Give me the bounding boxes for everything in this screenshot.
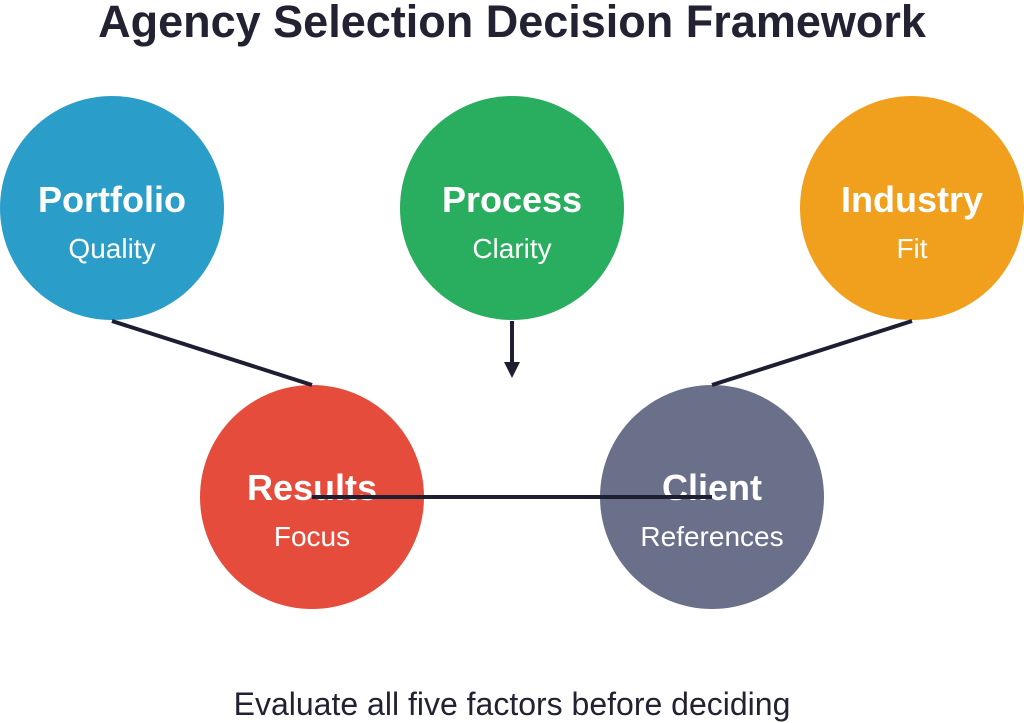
node-results-subtitle: Focus <box>274 521 350 552</box>
node-industry-title: Industry <box>841 179 983 220</box>
connector-portfolio-results <box>111 319 313 387</box>
node-client-subtitle: References <box>640 521 783 552</box>
node-portfolio-circle <box>0 96 224 320</box>
node-portfolio-subtitle: Quality <box>68 233 155 264</box>
node-results-title: Results <box>247 467 377 508</box>
node-portfolio: Portfolio Quality <box>0 96 224 320</box>
node-process-subtitle: Clarity <box>472 233 551 264</box>
diagram-title: Agency Selection Decision Framework <box>98 0 927 47</box>
diagram-footer: Evaluate all five factors before decidin… <box>234 686 791 722</box>
node-client-title: Client <box>662 467 762 508</box>
node-process-title: Process <box>442 179 582 220</box>
node-industry-subtitle: Fit <box>896 233 927 264</box>
node-process-circle <box>400 96 624 320</box>
node-portfolio-title: Portfolio <box>38 179 186 220</box>
connector-industry-client <box>711 319 913 387</box>
node-process: Process Clarity <box>400 96 624 320</box>
node-industry-circle <box>800 96 1024 320</box>
node-industry: Industry Fit <box>800 96 1024 320</box>
